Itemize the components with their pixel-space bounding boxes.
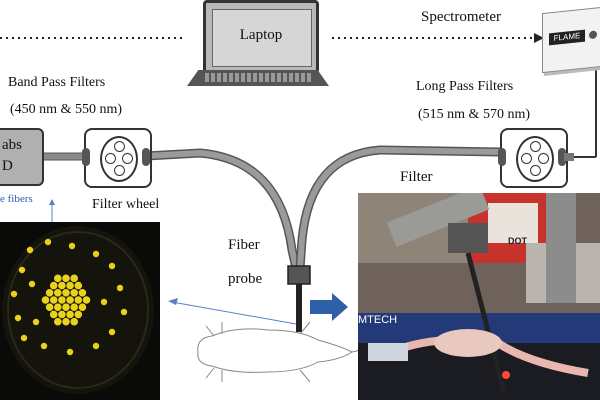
photo-text-tech: MTECH: [358, 314, 398, 326]
fiber-dot: [74, 296, 83, 304]
fiber-dot: [49, 310, 58, 319]
fibers-note: e fibers: [0, 193, 33, 205]
fiber-dot: [82, 296, 91, 304]
fiber-dot: [74, 281, 83, 290]
probe-shaft: [296, 284, 302, 332]
long-pass-title: Long Pass Filters: [416, 79, 514, 94]
laptop-icon: Laptop: [183, 0, 333, 90]
fiber-dot: [92, 250, 100, 258]
fiber-dot: [66, 348, 74, 356]
spectrometer-badge: FLAME: [549, 29, 585, 46]
laptop-label: Laptop: [239, 27, 283, 43]
fiber-dot: [20, 334, 28, 342]
fiber-dot: [28, 280, 36, 288]
fiber-dot: [100, 298, 108, 306]
long-pass-wavelengths: (515 nm & 570 nm): [418, 107, 530, 122]
fiber-dot: [58, 310, 66, 319]
pointer-arrowhead: [168, 298, 178, 305]
fiber-dot: [49, 296, 58, 304]
filter-wheel-icon: [100, 136, 138, 182]
fiber-dot: [54, 303, 62, 312]
fiber-dot: [49, 281, 58, 290]
fiber-dot: [58, 296, 66, 304]
fiber-dot: [78, 303, 87, 312]
fiber-dot: [54, 274, 62, 283]
fiber-dot: [70, 274, 78, 283]
experiment-photo: MTECH DOT: [358, 193, 600, 400]
photo-text-dot: DOT: [508, 236, 527, 246]
filter-label: Filter: [400, 169, 433, 185]
fiber-bundle-image: [0, 222, 160, 400]
fiber-dot: [26, 246, 34, 254]
fiber-dot: [120, 308, 128, 316]
fiber-dot: [74, 310, 83, 319]
band-pass-title: Band Pass Filters: [8, 75, 106, 90]
light-source-label-2: D: [2, 158, 13, 174]
fiber-dot: [62, 303, 70, 312]
laptop-screen: Laptop: [203, 0, 319, 74]
fiber-dot: [62, 274, 70, 283]
fiber-excitation: [145, 149, 299, 269]
fiber-dot: [68, 242, 76, 250]
fiber-dot: [62, 288, 70, 297]
filter-wheel-label: Filter wheel: [92, 197, 160, 212]
spectrometer-icon: FLAME: [542, 6, 600, 74]
fiber-dot: [40, 342, 48, 350]
fiber-dot: [66, 310, 74, 319]
fiber-dot: [108, 328, 116, 336]
filter-wheel-housing: [82, 128, 152, 188]
probe-head: [287, 265, 311, 285]
fiber-dot: [54, 317, 62, 326]
fiber-probe-label-2: probe: [228, 271, 263, 287]
band-pass-wavelengths: (450 nm & 550 nm): [10, 102, 122, 117]
fiber-excitation-outline: [145, 148, 301, 269]
long-pass-filter-housing: [498, 128, 568, 188]
pointer-up-arrowhead: [49, 199, 55, 205]
fiber-source-wheel: [41, 152, 85, 161]
fiber-dot: [116, 284, 124, 292]
fiber-collection: [297, 146, 501, 269]
fiber-dot: [78, 288, 87, 297]
fiber-probe-label-1: Fiber: [228, 237, 260, 253]
fiber-dot: [66, 296, 74, 304]
fiber-dot: [54, 288, 62, 297]
fiber-dot: [41, 296, 50, 304]
fiber-bundle-graphic: [2, 226, 154, 394]
fiber-dot: [66, 281, 74, 290]
spectrometer-label: Spectrometer: [421, 9, 501, 25]
fiber-dot: [70, 303, 78, 312]
fiber-dot: [44, 238, 52, 246]
arrow-to-photo: [310, 293, 348, 321]
mouse-sketch: [197, 321, 371, 383]
fiber-dot: [10, 290, 18, 298]
laptop-keyboard: [187, 70, 329, 86]
fiber-dot: [45, 303, 54, 312]
experiment-photo-graphic: [358, 193, 600, 400]
light-source-box: abs D: [0, 128, 44, 186]
fiber-dot: [70, 317, 78, 326]
fiber-dot: [92, 342, 100, 350]
fiber-dot: [108, 262, 116, 270]
light-source-label-1: abs: [2, 137, 22, 153]
fiber-dot: [32, 318, 40, 326]
long-pass-filter-icon: [516, 136, 554, 182]
fiber-dot: [70, 288, 78, 297]
pointer-line-fibers: [171, 301, 297, 325]
fiber-dot: [62, 317, 70, 326]
spectrometer-connector: [564, 153, 574, 161]
fiber-dot: [58, 281, 66, 290]
fiber-dot: [18, 266, 26, 274]
fiber-dot: [14, 314, 22, 322]
fiber-dot: [45, 288, 54, 297]
arrowhead-to-spectrometer: [534, 33, 544, 43]
